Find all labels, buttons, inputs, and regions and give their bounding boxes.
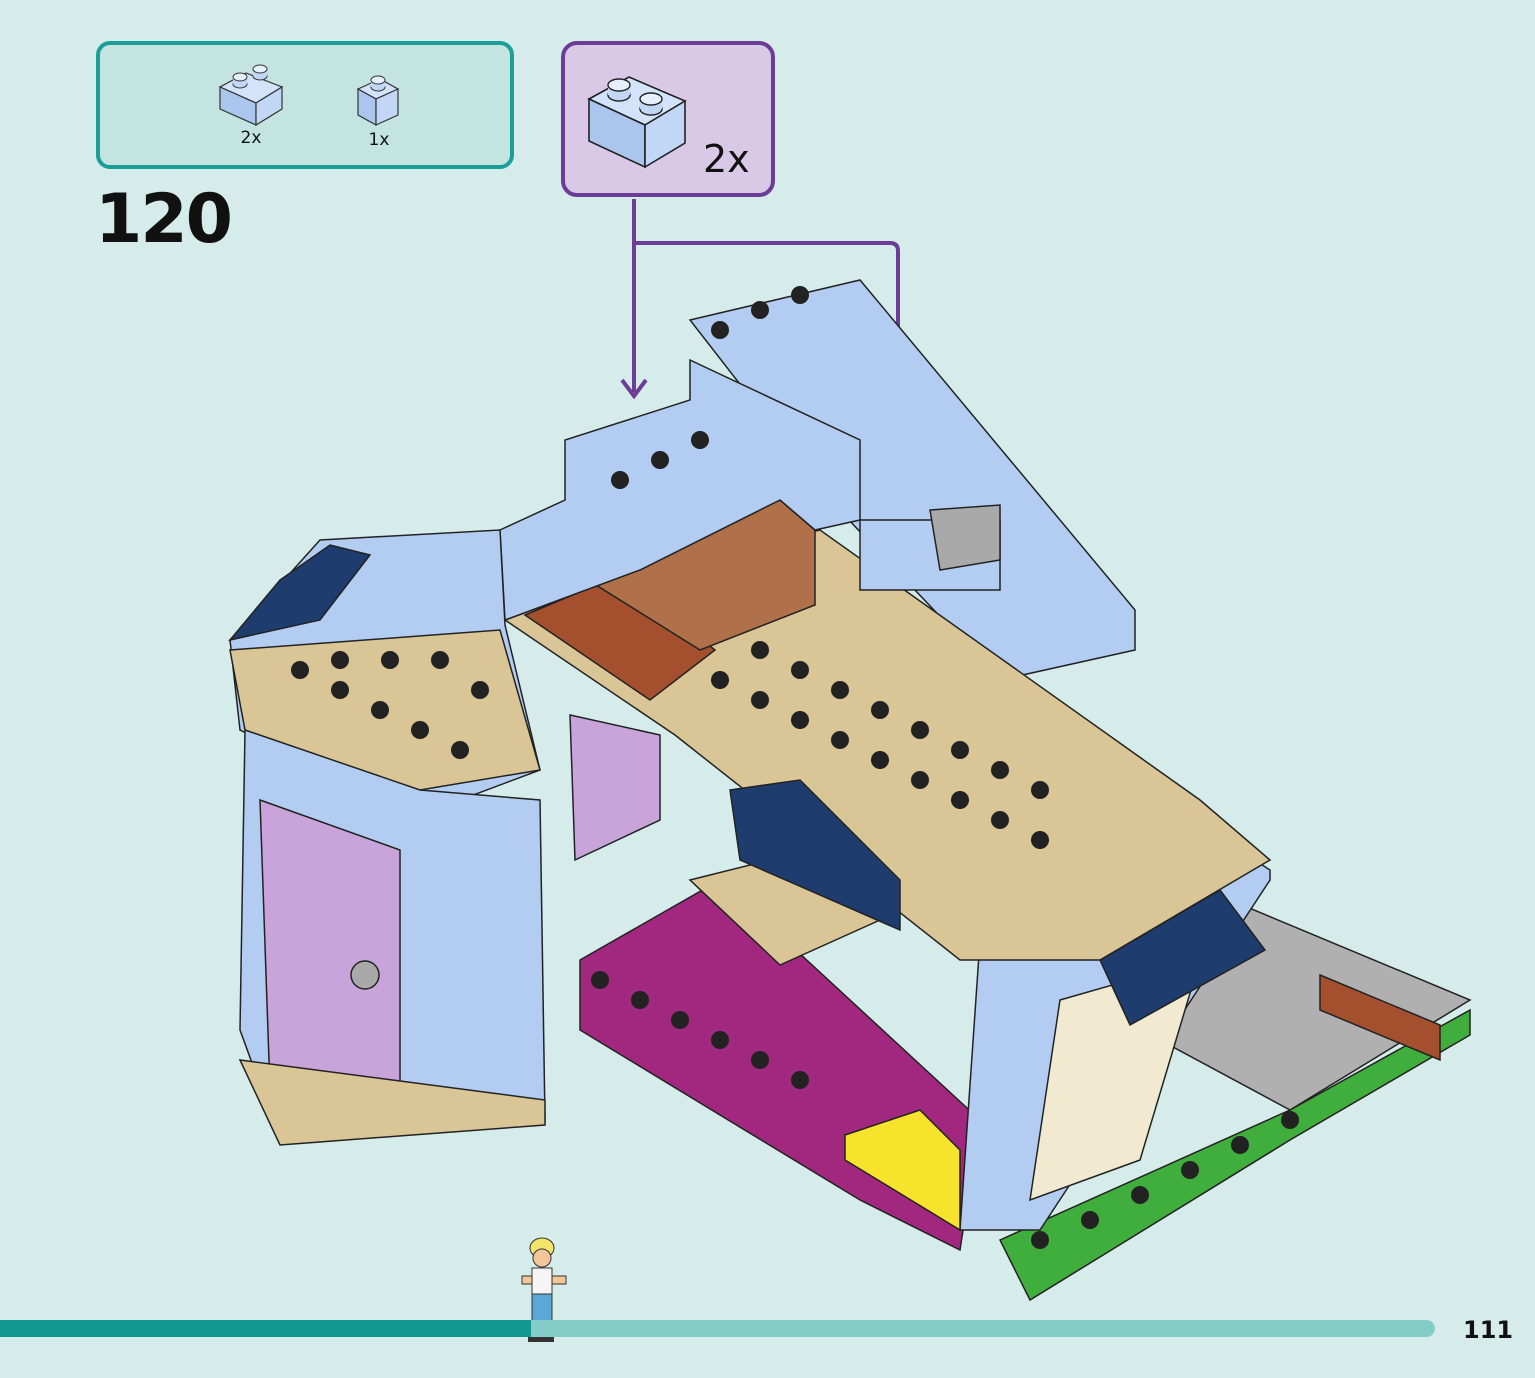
- step-number: 120: [95, 180, 233, 259]
- parts-list-box: 2x 1x: [96, 41, 514, 169]
- studs: [291, 286, 1299, 1249]
- upper-walls: [499, 358, 1001, 622]
- brick-1x1-icon: [356, 75, 400, 127]
- progress-bar: [0, 1320, 1435, 1337]
- callout-quantity: 2x: [703, 137, 750, 181]
- part-item: 2x: [216, 63, 286, 148]
- part-quantity: 1x: [368, 130, 390, 150]
- brick-1x2-icon: [587, 76, 687, 169]
- brick-1x2-icon: [218, 64, 284, 127]
- interior: [569, 714, 961, 1232]
- page-number: 111: [1463, 1316, 1514, 1344]
- part-quantity: 2x: [240, 128, 262, 148]
- part-item: 1x: [354, 71, 404, 150]
- left-tower: [228, 529, 546, 1146]
- sub-assembly-callout: 2x: [561, 41, 775, 197]
- progress-fill: [0, 1320, 531, 1337]
